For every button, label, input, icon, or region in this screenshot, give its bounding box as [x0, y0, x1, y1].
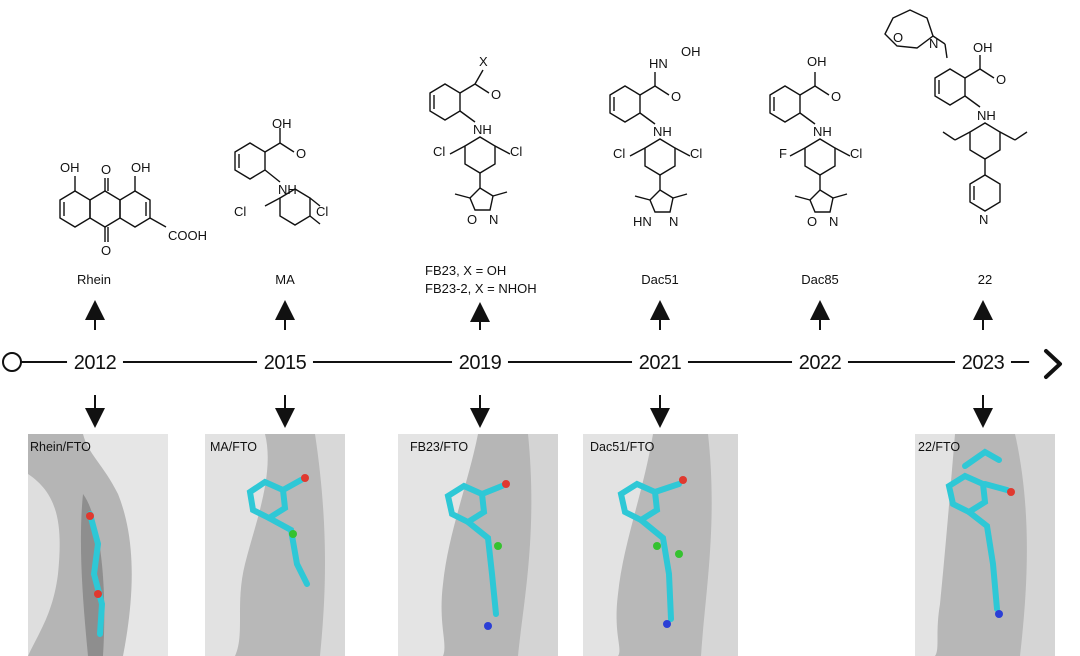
dac51-hn-top: HN [649, 56, 668, 71]
fb23-cl-left: Cl [433, 144, 445, 159]
cmp22-n-ring: N [929, 36, 938, 51]
year-label-2021: 2021 [638, 352, 682, 374]
dac51-o: O [671, 89, 681, 104]
dac51-nh: NH [653, 124, 672, 139]
fb23-o: O [491, 87, 501, 102]
rhein-o-bottom: O [101, 243, 111, 258]
ma-cl-right: Cl [316, 204, 328, 219]
compound-name-dac85: Dac85 [801, 272, 839, 287]
pocket-label-dac51: Dac51/FTO [590, 440, 655, 454]
compound-name-22: 22 [977, 272, 993, 287]
dac51-cl-right: Cl [690, 146, 702, 161]
dac51-cl-left: Cl [613, 146, 625, 161]
pocket-label-rhein: Rhein/FTO [30, 440, 91, 454]
year-label-2022: 2022 [798, 352, 842, 374]
cmp22-nh: NH [977, 108, 996, 123]
compound-name-fb23-2: FB23-2, X = NHOH [425, 281, 537, 296]
dac85-o: O [831, 89, 841, 104]
ma-cl-left: Cl [234, 204, 246, 219]
structure-rhein: OH O OH O COOH [59, 160, 207, 258]
year-node-2015 [257, 328, 319, 396]
pocket-label-22: 22/FTO [918, 440, 961, 454]
dac51-hn-ring: HN [633, 214, 652, 229]
compound-name-ma: MA [275, 272, 295, 287]
ma-o: O [296, 146, 306, 161]
structure-ma: OH O NH Cl Cl [234, 116, 328, 226]
year-node-2012 [67, 328, 129, 396]
dac85-o-ring: O [807, 214, 817, 229]
fb23-cl-right: Cl [510, 144, 522, 159]
dac85-oh: OH [807, 54, 827, 69]
dac85-nh: NH [813, 124, 832, 139]
compound-name-rhein: Rhein [77, 272, 111, 287]
dac85-cl: Cl [850, 146, 862, 161]
pocket-label-fb23: FB23/FTO [410, 440, 469, 454]
year-label-2023: 2023 [961, 352, 1005, 374]
cmp22-n-pyridine: N [979, 212, 988, 227]
rhein-oh-left: OH [60, 160, 80, 175]
structure-dac85: OH O NH F Cl O N [769, 54, 862, 229]
rhein-o-top: O [101, 162, 111, 177]
fb23-nh: NH [473, 122, 492, 137]
pocket-image-22 [915, 434, 1055, 656]
pocket-label-ma: MA/FTO [210, 440, 257, 454]
cmp22-o: O [996, 72, 1006, 87]
year-node-2022 [792, 328, 854, 396]
cmp22-o-ring: O [893, 30, 903, 45]
pocket-image-dac51 [583, 434, 738, 656]
timeline-start-node [2, 352, 22, 372]
ma-nh: NH [278, 182, 297, 197]
rhein-cooh: COOH [168, 228, 207, 243]
year-node-2023 [955, 328, 1017, 396]
year-label-2012: 2012 [73, 352, 117, 374]
compound-name-dac51: Dac51 [641, 272, 679, 287]
fb23-x: X [479, 54, 488, 69]
pocket-image-rhein [28, 434, 168, 656]
dac85-f: F [779, 146, 787, 161]
cmp22-oh: OH [973, 40, 993, 55]
rhein-oh-right: OH [131, 160, 151, 175]
structure-22: O N OH O NH N [884, 9, 1028, 227]
dac51-n-ring: N [669, 214, 678, 229]
chevron-right-icon [1029, 334, 1080, 394]
structure-fb23: X O NH Cl Cl O N [429, 54, 522, 227]
year-label-2019: 2019 [458, 352, 502, 374]
pocket-image-fb23 [398, 434, 558, 656]
pocket-image-ma [205, 434, 345, 656]
year-node-2021 [632, 328, 694, 396]
fb23-o-ring: O [467, 212, 477, 227]
dac85-n-ring: N [829, 214, 838, 229]
fb23-n-ring: N [489, 212, 498, 227]
year-label-2015: 2015 [263, 352, 307, 374]
ma-oh: OH [272, 116, 292, 131]
structure-dac51: HN OH O NH Cl Cl HN N [609, 44, 702, 229]
compound-name-fb23: FB23, X = OH [425, 263, 507, 278]
year-node-2019 [452, 328, 514, 396]
dac51-oh: OH [681, 44, 701, 59]
